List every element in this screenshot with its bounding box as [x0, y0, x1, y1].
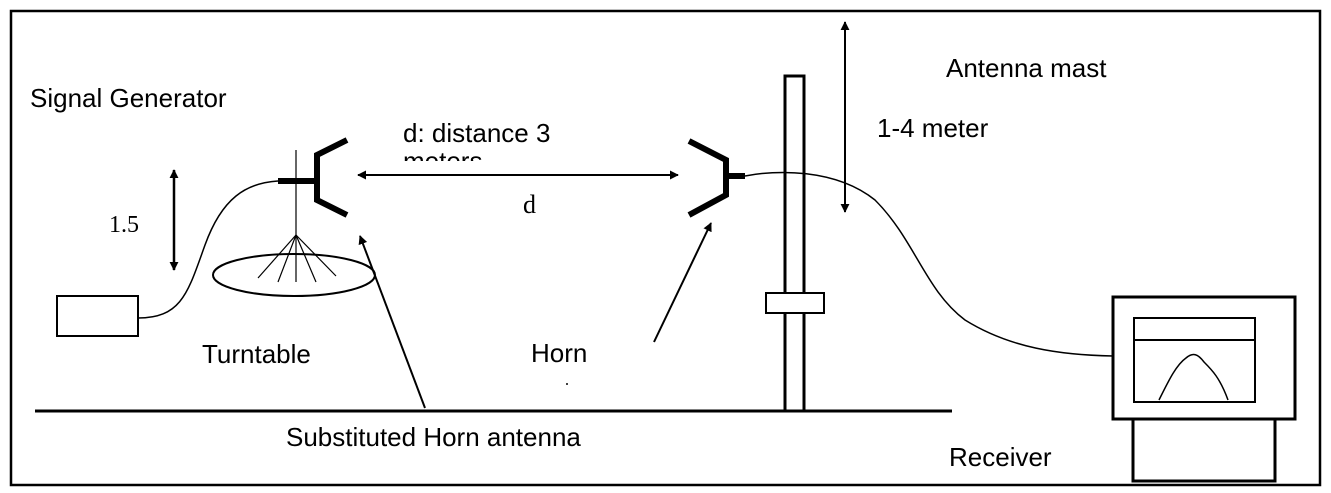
- mast-range-label: 1-4 meter: [877, 113, 989, 143]
- signal-generator-box: [56, 295, 139, 337]
- outer-frame: [9, 9, 1322, 487]
- receiver-base: [1131, 417, 1277, 483]
- signal-generator-label: Signal Generator: [30, 83, 227, 113]
- turntable-disc: [212, 253, 376, 297]
- substituted-horn-pointer-arrow: [358, 235, 426, 409]
- distance-symbol: d: [523, 190, 536, 219]
- tripod: [257, 150, 337, 283]
- receive-horn-antenna: [687, 138, 745, 218]
- horn-label: Horn: [531, 338, 587, 368]
- substituted-horn-label: Substituted Horn antenna: [286, 422, 581, 452]
- receiver-cable: [744, 171, 1114, 357]
- antenna-mast: [783, 74, 806, 413]
- substituted-horn-antenna: [278, 137, 349, 218]
- generator-cable: [137, 180, 279, 319]
- mast-carriage: [765, 292, 825, 314]
- receiver-spectrum-trace: [1158, 353, 1229, 401]
- receiver-screen: [1133, 317, 1256, 403]
- receiver-label: Receiver: [949, 442, 1052, 472]
- height-label: 1.5: [109, 212, 139, 238]
- distance-label-cut: meters: [403, 146, 482, 176]
- distance-label: d: distance 3: [403, 118, 550, 148]
- horn-pointer-arrow: [653, 222, 712, 343]
- antenna-mast-label: Antenna mast: [946, 53, 1107, 83]
- turntable-label: Turntable: [202, 339, 311, 369]
